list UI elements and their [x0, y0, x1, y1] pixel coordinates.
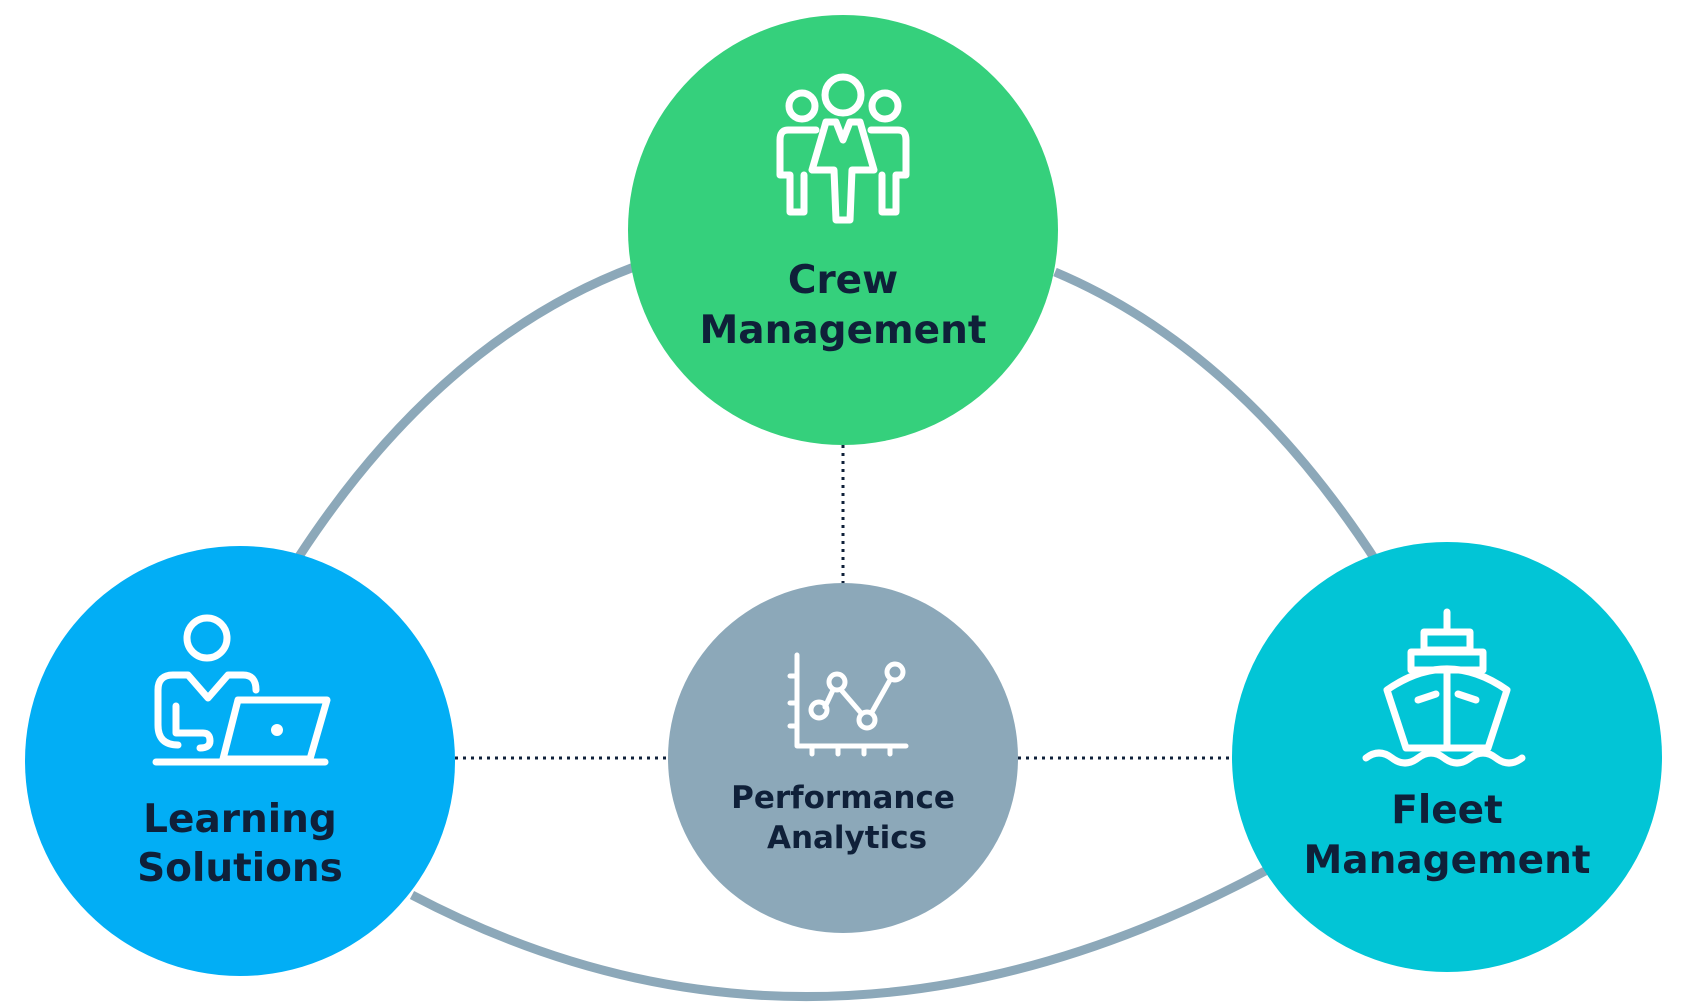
- crew-label-line2: Management: [699, 308, 986, 353]
- arc-crew-learning: [294, 262, 636, 561]
- node-crew-management[interactable]: Crew Management: [628, 15, 1058, 445]
- node-performance-analytics[interactable]: Performance Analytics: [668, 583, 1018, 933]
- fleet-label-line2: Management: [1303, 838, 1590, 883]
- performance-circle: [668, 583, 1018, 933]
- arc-crew-fleet: [1053, 267, 1382, 567]
- crew-circle: [628, 15, 1058, 445]
- node-learning-solutions[interactable]: Learning Solutions: [25, 546, 455, 976]
- performance-label-line2: Analytics: [767, 820, 927, 856]
- line-chart-icon: [787, 652, 909, 757]
- dotted-connectors: [455, 445, 1234, 760]
- learning-label-line2: Solutions: [137, 846, 343, 891]
- learning-label-line1: Learning: [143, 797, 337, 842]
- team-icon: [776, 73, 910, 224]
- outer-ring: [294, 262, 1382, 1002]
- crew-label-line1: Crew: [788, 258, 898, 303]
- fleet-label-line1: Fleet: [1391, 788, 1503, 833]
- arc-learning-fleet: [409, 866, 1270, 1002]
- performance-label-line1: Performance: [731, 780, 955, 816]
- node-fleet-management[interactable]: Fleet Management: [1232, 542, 1662, 972]
- person-laptop-icon: [152, 614, 331, 766]
- ship-icon: [1362, 608, 1526, 767]
